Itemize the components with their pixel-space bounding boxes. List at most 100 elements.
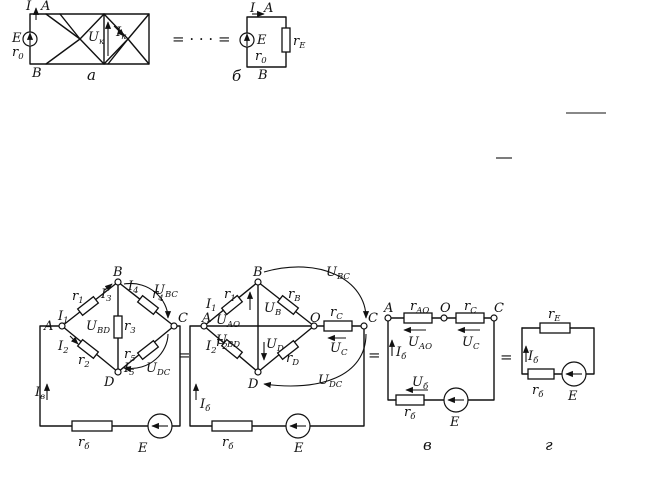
label-Ib: Iб — [395, 345, 407, 362]
bottom-panel-1-bridge: B A C D r1 r2 r3 r4 r5 rб I1 I2 I3 I4 I5… — [34, 265, 188, 456]
bottom-panel-2-star: B A C D O r1 r2 rB rD rC rб I1 I2 Iб UAO… — [189, 265, 378, 456]
resistor-r1 — [76, 295, 100, 317]
node-A: A — [43, 319, 53, 334]
resistor-r2 — [220, 338, 244, 360]
label-rb: rб — [532, 383, 544, 400]
label-E: E — [449, 415, 460, 430]
label-A: A — [40, 0, 50, 14]
resistor-r5 — [136, 339, 160, 361]
label-r4: r4 — [152, 287, 164, 304]
label-Ib: Iб — [199, 397, 211, 414]
label-Ib: Iб — [527, 349, 539, 366]
label-r2: r2 — [216, 335, 228, 352]
label-rC: rC — [464, 299, 477, 316]
label-UBC: UBC — [154, 283, 178, 300]
label-I3: I3 — [100, 287, 112, 304]
node-D: D — [247, 377, 259, 392]
label-E: E — [137, 441, 148, 456]
resistor-rB — [276, 294, 300, 316]
equals-sign-2: = — [368, 346, 381, 364]
label-I1: I1 — [57, 309, 69, 326]
label-rB: rB — [288, 287, 300, 304]
node-C: C — [368, 311, 378, 326]
label-rAO: rAO — [410, 299, 429, 316]
label-I2: I2 — [205, 339, 217, 356]
resistor-r4 — [136, 294, 160, 316]
equals-dots: = · · · = — [172, 30, 231, 48]
label-UC: UC — [330, 341, 348, 358]
label-UBD: UBD — [216, 333, 240, 350]
bottom-panel-3-series: A O C rAO rC rб Iб UAO UC Uб E в — [383, 299, 504, 454]
caption-a: а — [87, 66, 96, 84]
label-Ub: Uб — [412, 375, 429, 392]
label-I1: I1 — [205, 297, 217, 314]
label-Ik: Iк — [115, 25, 127, 42]
label-E: E — [567, 389, 578, 404]
label-E: E — [256, 33, 267, 48]
label-UD: UD — [266, 337, 284, 354]
node-A: A — [383, 301, 393, 316]
label-E: E — [293, 441, 304, 456]
resistor-rE — [539, 322, 571, 334]
node-B: B — [112, 265, 123, 280]
label-r1: r1 — [72, 289, 84, 306]
resistor-r1 — [220, 294, 244, 316]
label-I: I — [25, 0, 32, 14]
label-I: I — [249, 1, 256, 16]
node-D: D — [103, 375, 115, 390]
label-rb: rб — [222, 435, 234, 452]
caption-v: в — [423, 436, 432, 454]
label-rb: rб — [404, 405, 416, 422]
node-O: O — [440, 301, 451, 316]
resistor-rb — [71, 420, 113, 432]
node-C: C — [494, 301, 504, 316]
caption-g: г — [545, 436, 553, 454]
label-B: B — [31, 66, 42, 81]
label-rE: rE — [548, 307, 561, 324]
label-A: A — [263, 1, 273, 16]
label-r2: r2 — [78, 353, 90, 370]
label-I2: I2 — [57, 339, 69, 356]
label-rb: rб — [78, 435, 90, 452]
node-C: C — [178, 311, 188, 326]
equals-sign-1: = — [178, 346, 191, 364]
label-UB: UB — [264, 301, 281, 318]
label-I4: I4 — [127, 279, 139, 296]
label-I5: I5 — [123, 361, 135, 378]
label-r0: r0 — [255, 49, 267, 66]
bottom-panel-4-equivalent: rE rб Iб E г — [521, 307, 595, 454]
label-UAO: UAO — [216, 313, 240, 330]
label-r3: r3 — [124, 319, 136, 336]
label-r5: r5 — [124, 347, 136, 364]
label-Uk: Uк — [88, 30, 105, 47]
label-Ib: Iв — [34, 385, 45, 402]
resistor-rb — [211, 420, 253, 432]
label-B: B — [257, 68, 268, 83]
label-UC: UC — [462, 335, 480, 352]
label-UDC: UDC — [318, 373, 343, 390]
label-rD: rD — [286, 351, 299, 368]
resistor-rD — [276, 339, 300, 361]
label-r0: r0 — [12, 45, 24, 62]
label-r1: r1 — [224, 287, 236, 304]
label-UDC: UDC — [146, 361, 171, 378]
label-E: E — [11, 31, 22, 46]
label-rE: rE — [293, 34, 306, 51]
resistor-r2 — [76, 338, 100, 360]
node-A: A — [201, 311, 211, 326]
resistor-rC — [323, 320, 353, 332]
resistor-rb — [395, 394, 425, 406]
node-B: B — [252, 265, 263, 280]
label-UAO: UAO — [408, 335, 432, 352]
resistor-r3 — [113, 315, 123, 339]
equals-sign-3: = — [500, 348, 513, 366]
node-O: O — [310, 311, 321, 326]
top-diagram-a: I A B E r0 Uк Iк а — [11, 0, 150, 84]
label-UBC: UBC — [326, 265, 350, 282]
label-rC: rC — [330, 305, 343, 322]
label-UBD: UBD — [86, 319, 110, 336]
caption-b: б — [232, 67, 242, 85]
resistor-rb — [527, 368, 555, 380]
resistor-rE — [281, 27, 291, 53]
